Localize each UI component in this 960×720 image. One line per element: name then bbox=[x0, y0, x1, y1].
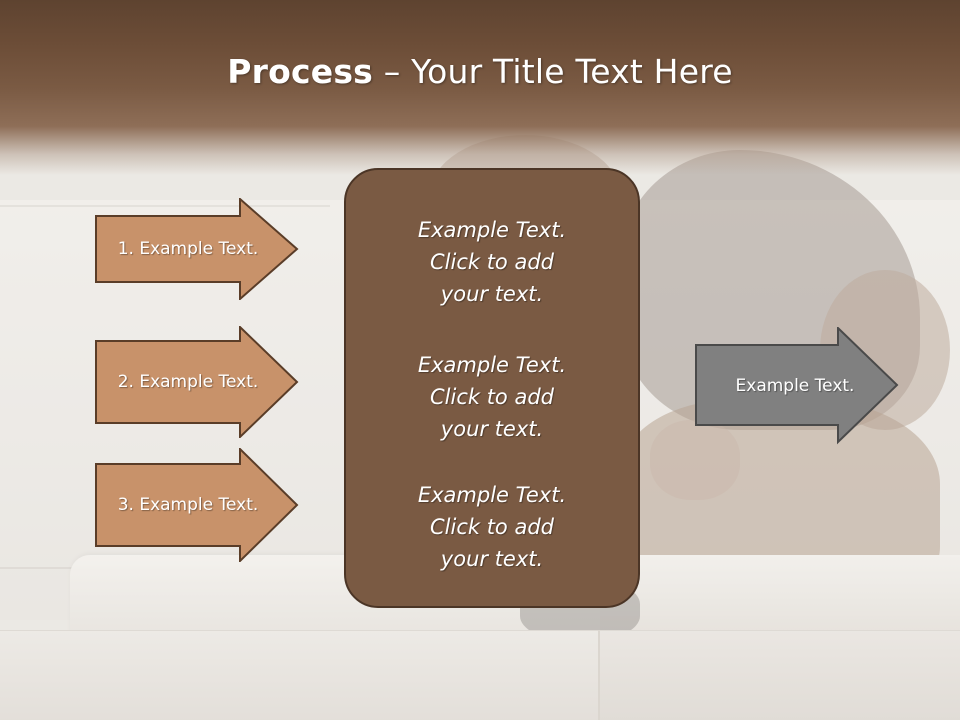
block-line: Example Text. bbox=[417, 218, 567, 242]
block-line: Example Text. bbox=[417, 353, 567, 377]
step-arrow-2[interactable]: 2. Example Text. bbox=[95, 326, 300, 438]
step-label: 3. Example Text. bbox=[117, 495, 259, 515]
step-arrow-1[interactable]: 1. Example Text. bbox=[95, 198, 300, 300]
block-line: Click to add bbox=[429, 385, 554, 409]
result-arrow[interactable]: Example Text. bbox=[695, 325, 900, 445]
block-line: your text. bbox=[440, 547, 544, 571]
result-label: Example Text. bbox=[735, 376, 855, 396]
arrow-shape bbox=[95, 448, 299, 562]
title-bold: Process bbox=[227, 52, 374, 91]
step-arrow-3[interactable]: 3. Example Text. bbox=[95, 448, 300, 562]
arrow-shape bbox=[95, 198, 299, 300]
block-line: your text. bbox=[440, 417, 544, 441]
arrow-shape bbox=[95, 326, 299, 438]
text-block-1: Example Text. Click to add your text. bbox=[346, 214, 638, 310]
title-rest: – Your Title Text Here bbox=[373, 52, 733, 91]
center-text-box[interactable]: Example Text. Click to add your text. Ex… bbox=[344, 168, 640, 608]
block-line: Click to add bbox=[429, 515, 554, 539]
step-label: 1. Example Text. bbox=[117, 239, 259, 259]
step-label: 2. Example Text. bbox=[117, 372, 259, 392]
block-line: your text. bbox=[440, 282, 544, 306]
person-hand bbox=[650, 420, 740, 500]
arrow-shape bbox=[695, 325, 899, 445]
sofa-base-left bbox=[0, 630, 600, 720]
slide-title[interactable]: Process – Your Title Text Here bbox=[0, 52, 960, 91]
text-block-2: Example Text. Click to add your text. bbox=[346, 349, 638, 445]
block-line: Click to add bbox=[429, 250, 554, 274]
block-line: Example Text. bbox=[417, 483, 567, 507]
sofa-base-right bbox=[598, 630, 960, 720]
text-block-3: Example Text. Click to add your text. bbox=[346, 479, 638, 575]
title-banner bbox=[0, 0, 960, 175]
